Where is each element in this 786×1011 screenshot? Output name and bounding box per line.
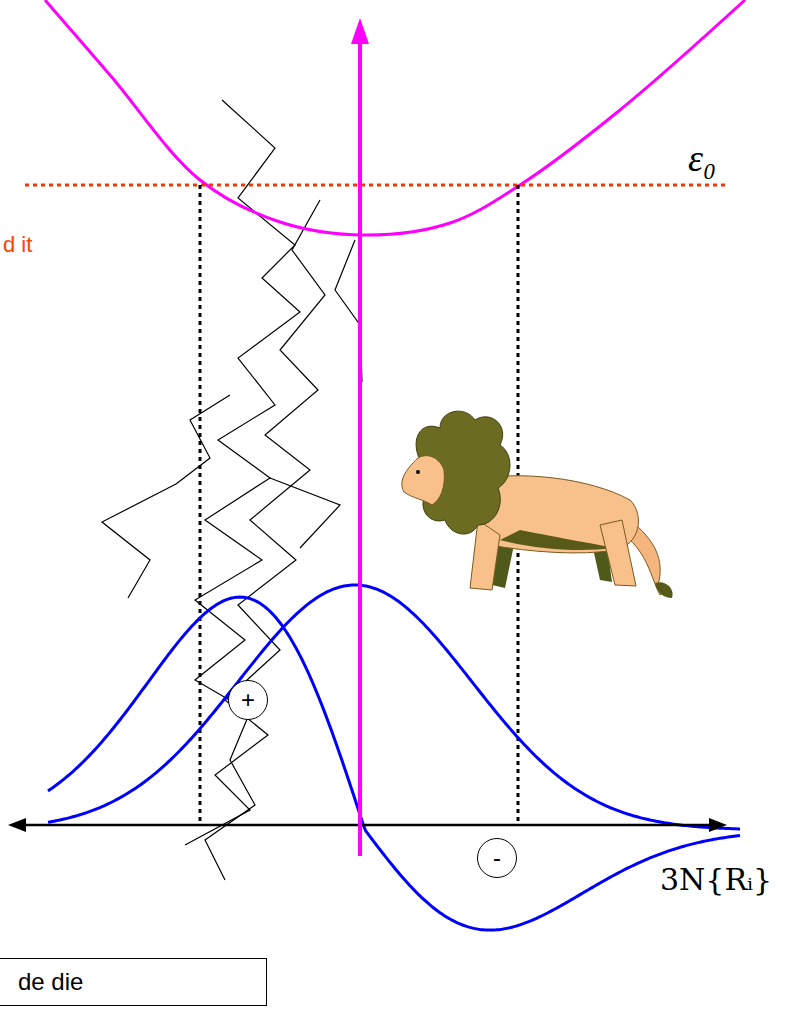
energy-arrow (358, 40, 362, 856)
ground-state-wave (48, 585, 740, 829)
sign-circle: - (477, 838, 517, 878)
zigzag-lines (102, 100, 362, 880)
zigzag-line (102, 484, 176, 598)
potential-curve (45, 0, 745, 235)
node-text: - (493, 844, 501, 872)
energy-symbol: ε₀ (688, 136, 716, 180)
lion-picture (402, 411, 673, 598)
node-text: de die (18, 968, 83, 996)
energy-arrowhead (351, 18, 369, 44)
node-text: + (241, 686, 255, 714)
note-text: d it (3, 232, 32, 258)
zigzag-line (176, 395, 230, 484)
excited-state-wave (48, 597, 740, 930)
zigzag-line (195, 100, 300, 880)
axis-label: 3N{Rᵢ} (660, 862, 772, 897)
zigzag-line (335, 240, 362, 382)
note-box: de die (0, 958, 267, 1006)
energy-level (25, 184, 725, 187)
zigzag-line (185, 200, 325, 845)
sign-circle: + (228, 680, 268, 720)
zigzag-line (270, 478, 340, 548)
axis-line (20, 824, 715, 827)
axis-arrowhead (709, 818, 727, 832)
axis-arrowhead (8, 818, 26, 832)
